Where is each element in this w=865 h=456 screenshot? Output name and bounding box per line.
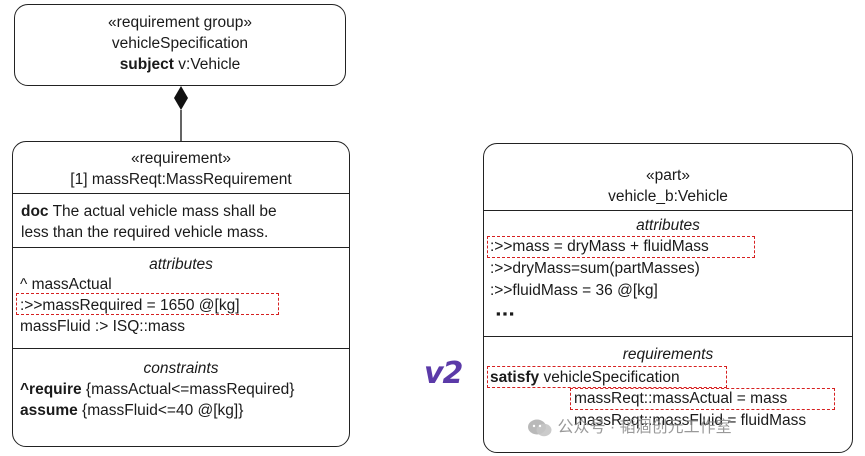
group-name: vehicleSpecification (111, 35, 249, 52)
highlight-satisfy (487, 366, 727, 388)
doc-line-1: doc The actual vehicle mass shall be (21, 202, 277, 222)
subject-keyword: subject (119, 56, 174, 73)
doc-line-2: less than the required vehicle mass. (21, 224, 269, 241)
satisfy-keyword: satisfy (490, 369, 540, 386)
wechat-icon (528, 419, 552, 436)
part-name: vehicle_b:Vehicle (608, 188, 728, 205)
divider (484, 210, 852, 211)
watermark-text: 公众号 · 韬涸创元工作室 (557, 419, 732, 436)
version-label: v2 (424, 356, 463, 391)
attr-mass-fluid: massFluid :> ISQ::mass (20, 318, 185, 335)
divider (484, 336, 852, 337)
part-attr-fluid-mass: :>>fluidMass = 36 @[kg] (490, 282, 658, 299)
divider (13, 348, 349, 349)
constraints-header: constraints (143, 360, 219, 377)
constraint-require: ^require {massActual<=massRequired} (20, 380, 294, 400)
requirement-box: «requirement» [1] massReqt:MassRequireme… (12, 141, 350, 447)
constraint-assume: assume {massFluid<=40 @[kg]} (20, 401, 243, 421)
composition-diamond-icon (174, 86, 188, 110)
highlight-mass-required (16, 293, 279, 315)
part-attributes-header: attributes (636, 217, 700, 234)
attributes-header: attributes (149, 256, 213, 273)
require-expression: {massActual<=massRequired} (85, 381, 295, 398)
requirement-name: [1] massReqt:MassRequirement (70, 171, 292, 188)
attr-mass-required: :>>massRequired = 1650 @[kg] (20, 297, 240, 314)
part-box: «part» vehicle_b:Vehicle attributes :>>m… (483, 143, 853, 453)
group-subject: subject v:Vehicle (15, 55, 345, 75)
binding-mass-fluid: massReqt::massFluid = fluidMass (574, 412, 807, 429)
part-attr-dry-mass: :>>dryMass=sum(partMasses) (490, 260, 700, 277)
highlight-mass (487, 236, 755, 258)
divider (13, 247, 349, 248)
satisfy-target: vehicleSpecification (543, 369, 680, 386)
group-stereotype: «requirement group» (108, 14, 252, 31)
attr-mass-actual: ^ massActual (20, 276, 112, 293)
highlight-binding-mass-actual (570, 388, 835, 410)
divider (13, 193, 349, 194)
doc-keyword: doc (21, 203, 49, 220)
part-stereotype: «part» (646, 167, 690, 184)
requirements-header: requirements (622, 346, 714, 363)
doc-text-1: The actual vehicle mass shall be (52, 203, 277, 220)
binding-mass-actual: massReqt::massActual = mass (574, 390, 788, 407)
requirement-stereotype: «requirement» (131, 150, 231, 167)
watermark: 公众号 · 韬涸创元工作室 (527, 413, 732, 438)
requirement-group-box: «requirement group» vehicleSpecification… (14, 4, 346, 86)
part-attr-mass: :>>mass = dryMass + fluidMass (490, 238, 709, 255)
assume-keyword: assume (20, 402, 78, 419)
ellipsis: ▪▪▪ (496, 306, 516, 321)
subject-value: v:Vehicle (178, 56, 241, 73)
assume-expression: {massFluid<=40 @[kg]} (82, 402, 244, 419)
require-keyword: ^require (20, 381, 82, 398)
satisfy-line: satisfy vehicleSpecification (490, 368, 680, 388)
